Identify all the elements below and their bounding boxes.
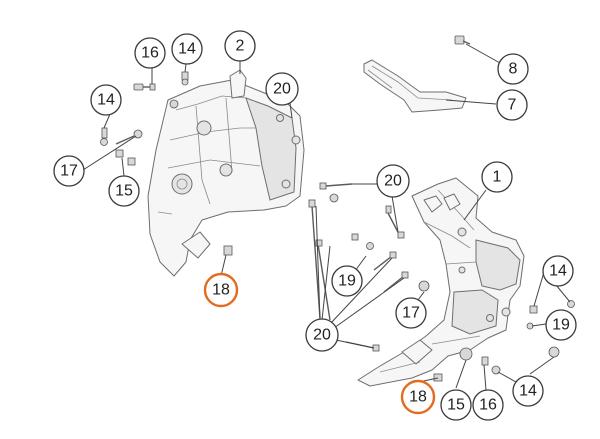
callout-label: 1 bbox=[493, 169, 502, 186]
callout-label: 18 bbox=[409, 389, 427, 406]
callout-20-center: 20 bbox=[376, 164, 410, 198]
callout-label: 2 bbox=[236, 38, 245, 55]
right-bracket-assembly bbox=[357, 177, 525, 387]
callout-8: 8 bbox=[497, 53, 529, 85]
callout-16-bottom: 16 bbox=[472, 389, 504, 421]
callout-label: 19 bbox=[552, 317, 570, 334]
right-hardware bbox=[308, 182, 575, 382]
callout-label: 15 bbox=[447, 397, 465, 414]
callout-label: 14 bbox=[549, 263, 567, 280]
callout-18-left-highlighted: 18 bbox=[203, 272, 239, 308]
callout-label: 20 bbox=[313, 327, 331, 344]
callout-17-center: 17 bbox=[395, 297, 427, 329]
callout-label: 8 bbox=[509, 61, 518, 78]
callout-14-top-left: 14 bbox=[171, 33, 203, 65]
callout-label: 17 bbox=[60, 163, 78, 180]
callout-label: 14 bbox=[178, 41, 196, 58]
callout-label: 16 bbox=[479, 397, 497, 414]
callout-label: 14 bbox=[97, 92, 115, 109]
callout-7: 7 bbox=[496, 89, 528, 121]
callout-20-bottom-left: 20 bbox=[305, 318, 339, 352]
callout-19-right: 19 bbox=[545, 309, 577, 341]
callout-14-bottom: 14 bbox=[512, 375, 544, 407]
callout-20-left: 20 bbox=[265, 72, 299, 106]
callout-1: 1 bbox=[481, 161, 513, 193]
callout-label: 14 bbox=[519, 383, 537, 400]
callout-18-bottom-highlighted: 18 bbox=[400, 379, 436, 415]
callout-label: 17 bbox=[402, 305, 420, 322]
callout-label: 20 bbox=[384, 173, 402, 190]
callout-label: 16 bbox=[141, 45, 159, 62]
left-bracket-assembly bbox=[147, 69, 305, 277]
callout-label: 19 bbox=[338, 273, 356, 290]
callout-14-right: 14 bbox=[542, 255, 574, 287]
callout-17-left: 17 bbox=[53, 155, 85, 187]
callout-label: 15 bbox=[115, 183, 133, 200]
callout-label: 18 bbox=[212, 282, 230, 299]
upper-small-parts bbox=[363, 35, 471, 113]
callout-15-left: 15 bbox=[108, 175, 140, 207]
callout-15-bottom: 15 bbox=[440, 389, 472, 421]
left-hardware bbox=[100, 71, 233, 256]
callout-label: 7 bbox=[508, 97, 517, 114]
callout-2: 2 bbox=[224, 30, 256, 62]
callout-16-top-left: 16 bbox=[134, 37, 166, 69]
callout-19-center: 19 bbox=[331, 265, 363, 297]
callout-14-left: 14 bbox=[90, 84, 122, 116]
callout-label: 20 bbox=[273, 81, 291, 98]
